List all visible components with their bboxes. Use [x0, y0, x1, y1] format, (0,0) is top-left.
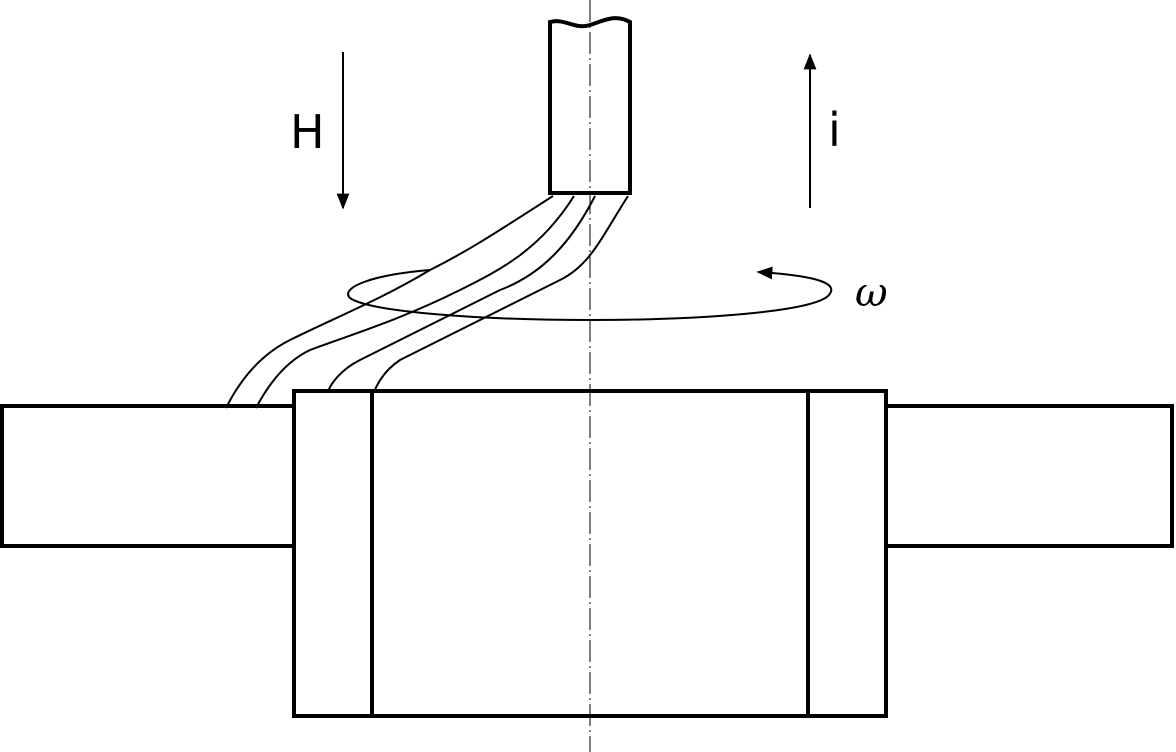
electrode-rod [548, 16, 632, 195]
rotation-label: ω [855, 270, 888, 316]
right-plate [884, 404, 1174, 548]
bushing-right-wall [806, 389, 888, 718]
bushing-left-wall [292, 389, 374, 718]
left-plate [0, 404, 296, 548]
field-label: H [290, 105, 325, 159]
arc-streamers [225, 195, 629, 409]
current-label: i [828, 103, 841, 157]
